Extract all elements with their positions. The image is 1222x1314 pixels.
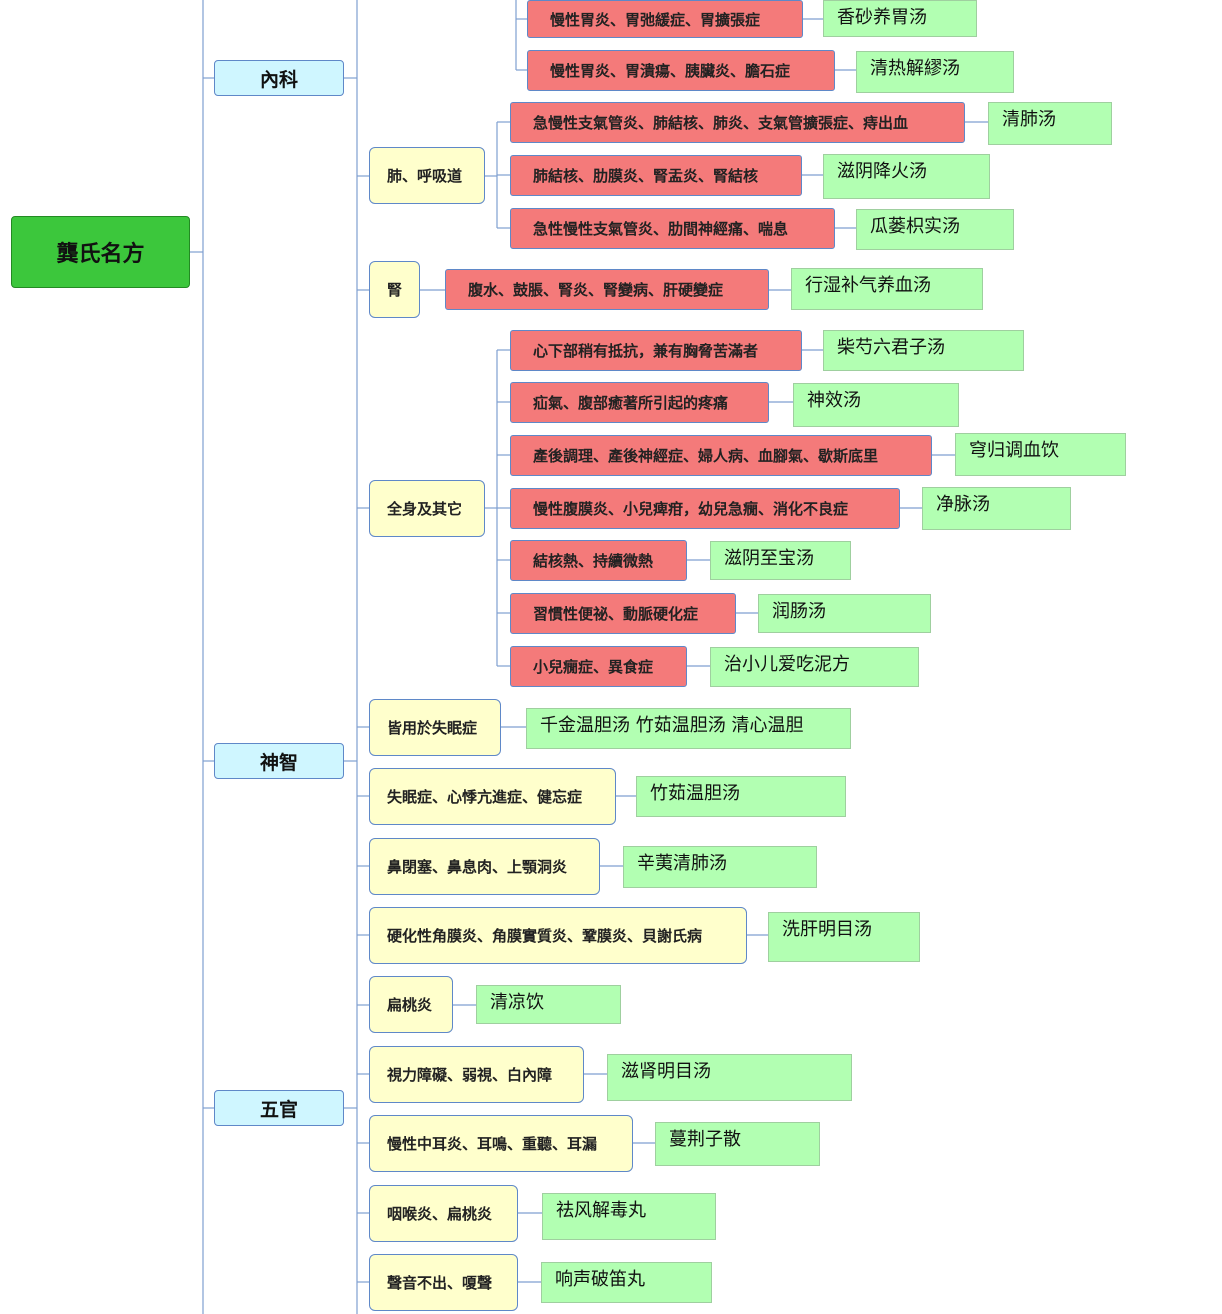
subcategory-node[interactable]: 聲音不出、嗄聲 (369, 1254, 518, 1311)
formula-node[interactable]: 滋阴至宝汤 (710, 541, 851, 580)
formula-node[interactable]: 神效汤 (793, 383, 959, 427)
formula-node[interactable]: 千金温胆汤 竹茹温胆汤 清心温胆 (526, 708, 851, 749)
condition-node[interactable]: 小兒癇症、異食症 (510, 646, 687, 687)
category-wuguan[interactable]: 五官 (214, 1090, 344, 1126)
subcategory-node[interactable]: 視力障礙、弱視、白內障 (369, 1046, 584, 1103)
formula-node[interactable]: 治小儿爱吃泥方 (710, 647, 919, 687)
category-neike[interactable]: 內科 (214, 60, 344, 96)
formula-node[interactable]: 辛荑清肺汤 (623, 846, 817, 888)
condition-node[interactable]: 急性慢性支氣管炎、肋間神經痛、喘息 (510, 208, 835, 249)
formula-node[interactable]: 行湿补气养血汤 (791, 268, 983, 310)
condition-node[interactable]: 慢性胃炎、胃弛緩症、胃擴張症 (527, 0, 803, 38)
formula-node[interactable]: 润肠汤 (758, 594, 931, 633)
subcategory-node[interactable]: 咽喉炎、扁桃炎 (369, 1185, 518, 1242)
subcategory-node[interactable]: 皆用於失眠症 (369, 699, 501, 756)
formula-node[interactable]: 蔓荆子散 (655, 1122, 820, 1166)
formula-node[interactable]: 净脉汤 (922, 487, 1071, 530)
subcategory-node[interactable]: 全身及其它 (369, 480, 485, 537)
condition-node[interactable]: 慢性胃炎、胃潰瘍、胰臟炎、膽石症 (527, 50, 835, 91)
formula-node[interactable]: 柴芍六君子汤 (823, 330, 1024, 371)
condition-node[interactable]: 心下部稍有抵抗，兼有胸脅苦滿者 (510, 330, 802, 371)
condition-node[interactable]: 肺結核、肋膜炎、腎盂炎、腎結核 (510, 155, 802, 196)
condition-node[interactable]: 結核熱、持續微熱 (510, 540, 687, 581)
formula-node[interactable]: 香砂养胃汤 (823, 0, 977, 37)
formula-node[interactable]: 穹归调血饮 (955, 433, 1126, 476)
condition-node[interactable]: 急慢性支氣管炎、肺結核、肺炎、支氣管擴張症、痔出血 (510, 102, 965, 143)
formula-node[interactable]: 滋阴降火汤 (823, 154, 990, 199)
root-node[interactable]: 龔氏名方 (11, 216, 190, 288)
formula-node[interactable]: 滋肾明目汤 (607, 1054, 852, 1101)
formula-node[interactable]: 响声破笛丸 (541, 1262, 712, 1303)
condition-node[interactable]: 產後調理、產後神經症、婦人病、血腳氣、歇斯底里 (510, 435, 932, 476)
condition-node[interactable]: 疝氣、腹部癒著所引起的疼痛 (510, 382, 769, 423)
formula-node[interactable]: 清凉饮 (476, 985, 621, 1024)
condition-node[interactable]: 腹水、鼓脹、腎炎、腎變病、肝硬變症 (445, 269, 769, 310)
subcategory-node[interactable]: 肺、呼吸道 (369, 147, 485, 204)
formula-node[interactable]: 洗肝明目汤 (768, 912, 920, 962)
subcategory-node[interactable]: 鼻閉塞、鼻息肉、上顎洞炎 (369, 838, 600, 895)
subcategory-node[interactable]: 硬化性角膜炎、角膜實質炎、鞏膜炎、貝謝氏病 (369, 907, 747, 964)
formula-node[interactable]: 瓜蒌枳实汤 (856, 209, 1014, 250)
subcategory-node[interactable]: 失眠症、心悸亢進症、健忘症 (369, 768, 616, 825)
condition-node[interactable]: 習慣性便祕、動脈硬化症 (510, 593, 736, 634)
subcategory-node[interactable]: 扁桃炎 (369, 976, 453, 1033)
formula-node[interactable]: 清肺汤 (988, 102, 1112, 145)
formula-node[interactable]: 竹茹温胆汤 (636, 776, 846, 817)
subcategory-node[interactable]: 慢性中耳炎、耳鳴、重聽、耳漏 (369, 1115, 633, 1172)
category-shenzhi[interactable]: 神智 (214, 743, 344, 779)
subcategory-node[interactable]: 腎 (369, 261, 420, 318)
formula-node[interactable]: 清热解繆汤 (856, 51, 1014, 93)
condition-node[interactable]: 慢性腹膜炎、小兒痺疳，幼兒急癇、消化不良症 (510, 488, 900, 529)
formula-node[interactable]: 祛风解毒丸 (542, 1193, 716, 1240)
